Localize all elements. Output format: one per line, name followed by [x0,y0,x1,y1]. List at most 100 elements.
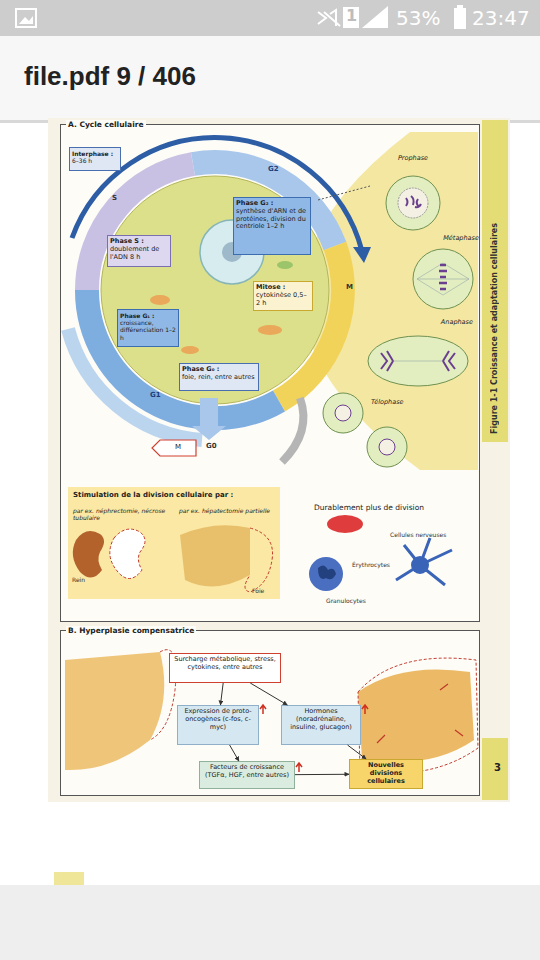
cause-box: Surcharge métabolique, stress, cytokines… [169,653,281,683]
arrow-connector [348,745,367,759]
status-bar [0,0,540,36]
node-heading: Interphase : [72,150,118,157]
node-text: 6–36 h [72,157,118,164]
node-shape [151,439,197,457]
pdf-page [0,123,540,885]
node-text: croissance, différenciation 1–2 h [120,319,176,341]
increase-arrow [260,705,266,714]
signal-icon [362,6,388,28]
label: G1 [150,392,161,400]
node-text: foie, rein, entre autres [182,374,256,382]
node-heading: Phase G₁ : [120,312,176,319]
label: Granulocytes [326,598,366,605]
organelle [181,346,199,354]
label: 23:47 [472,7,530,29]
node-heading: Mitose : [256,284,310,292]
node-text: M [163,443,193,451]
liver [180,525,250,586]
kidney-outline [110,529,145,578]
node-heading: Stimulation de la division cellulaire pa… [73,491,277,499]
organelle [258,325,282,335]
arrow-connector [220,683,223,705]
label: Durablement plus de division [314,504,424,512]
leader-line [318,186,370,200]
liver-regrown [358,670,474,763]
caption-strip [482,120,508,442]
nerve-cell-dendrites [396,538,452,585]
label: G0 [206,443,217,451]
node-text: doublement de l'ADN 8 h [110,246,168,262]
stimulation-box: Stimulation de la division cellulaire pa… [69,488,281,600]
figure-caption: Figure 1-1 Croissance et adaptation cell… [486,128,504,434]
battery-icon [454,8,466,29]
node-text: Télophase [371,399,429,407]
viewer-bottom [0,885,540,960]
arrow-connector [295,774,349,775]
node-text: Anaphase [391,319,473,327]
liver-outline [358,658,478,773]
s-phase-band [87,164,193,290]
panel-b-fill [60,630,480,796]
label: Rein [72,577,85,584]
mitosis-cell: Prophase [373,155,453,233]
panel: A. Cycle cellulaireInterphase :6–36 hPha… [60,124,480,622]
return-arrow [282,398,303,462]
arrow-connector [250,683,287,705]
label: 3 [494,762,501,773]
label: G2 [268,166,279,174]
node-heading: Phase G₀ : [182,366,256,374]
phase-box: Phase S :doublement de l'ADN 8 h [107,235,171,267]
node-text: par ex. hépatectomie partielle [179,507,275,514]
node-text: par ex. néphrectomie, nécrose tubulaire [73,507,169,521]
organelle [150,295,170,305]
phase-box: Phase G₀ :foie, rein, entre autres [179,363,259,391]
mitosis-band [279,246,343,401]
increase-arrow [296,763,302,772]
image-icon-mountain [19,16,33,24]
mitosis-cell: Anaphase [361,317,475,389]
granulocyte [309,557,343,591]
page-number-strip [482,738,508,800]
node-heading: Phase S : [110,238,168,246]
phase-box: Interphase :6–36 h [69,147,121,171]
phase-box: Phase G₁ :croissance, différenciation 1–… [117,309,179,347]
label: file.pdf 9 / 406 [24,62,196,91]
image-icon [16,9,36,27]
phase-box: Mitose :cytokinèse 0,5–2 h [253,281,313,311]
kidney [73,531,104,577]
liver-outline [245,528,273,592]
node-text: cytokinèse 0,5–2 h [256,292,310,308]
battery-tip [457,5,463,8]
factor-box: Expression de proto-oncogènes (c-fos, c-… [177,705,259,745]
granulocyte-nucleus [318,565,336,579]
arrow-head [353,247,371,263]
panel: B. Hyperplasie compensatriceSurcharge mé… [60,630,480,796]
label: Érythrocytes [352,562,390,569]
growth-arrows [377,684,463,743]
label: S [112,195,117,203]
stimulation-fill [68,487,280,599]
mitosis-cell: Métaphase [403,235,481,311]
cell-body [101,176,329,404]
node-text: Facteurs de croissance (TGFα, HGF, entre… [202,764,292,780]
node-text: Hormones (noradrénaline, insuline, gluca… [284,708,358,731]
label: Foie [252,588,264,595]
mute-icon [318,10,340,26]
phase-box: Phase G₂ :synthèse d'ARN et de protéines… [233,197,311,255]
label: 1 [346,7,357,25]
organelle [277,261,293,269]
phase-arrow: M [151,439,197,457]
node-text: A. Cycle cellulaire [66,120,146,129]
node-text: Surcharge métabolique, stress, cytokines… [172,656,278,672]
node-heading: Phase G₂ : [236,200,308,208]
node-text: Nouvelles divisions cellulaires [352,762,420,785]
label: Cellules nerveuses [390,532,446,539]
mitosis-cell: Télophase [317,389,429,469]
node-text: synthèse d'ARN et de protéines, division… [236,208,308,231]
node-text: Métaphase [413,235,479,243]
erythrocyte [327,515,363,533]
